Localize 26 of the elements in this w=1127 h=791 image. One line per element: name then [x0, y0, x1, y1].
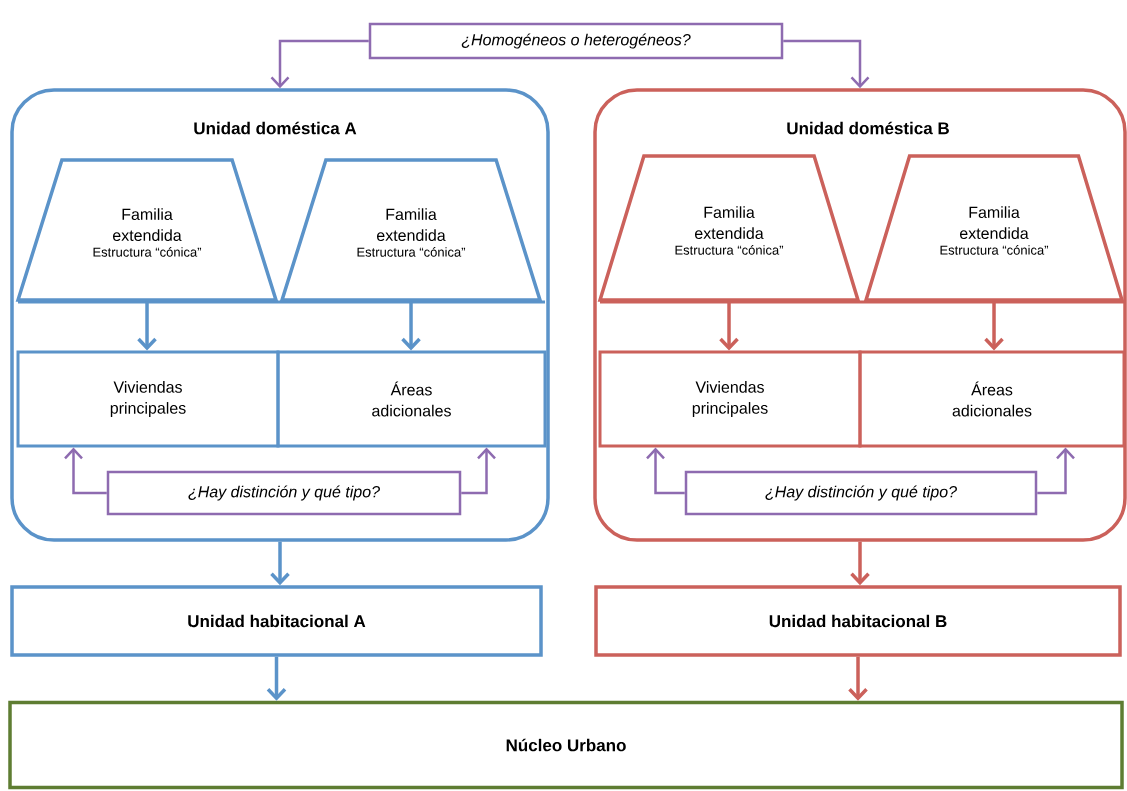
box-heading: Unidad doméstica A — [190, 118, 360, 138]
question-box: ¿Hay distinción y qué tipo? — [106, 470, 462, 516]
arrow — [1037, 447, 1075, 495]
process-box: Núcleo Urbano — [8, 700, 1124, 790]
table-cell: Viviendas principales — [16, 350, 280, 448]
arrow — [270, 541, 290, 586]
arrow — [719, 301, 739, 351]
arrow — [266, 656, 287, 701]
process-box: Unidad habitacional A — [10, 585, 543, 657]
arrow — [270, 39, 369, 89]
question-box: ¿Hay distinción y qué tipo? — [684, 470, 1038, 516]
arrow — [848, 656, 868, 701]
table-cell: Viviendas principales — [598, 350, 862, 448]
process-box: Unidad habitacional B — [594, 585, 1122, 657]
box-heading: Unidad doméstica B — [783, 118, 953, 138]
arrow — [783, 39, 870, 89]
question-box: ¿Homogéneos o heterogéneos? — [368, 22, 784, 60]
table-cell: Áreas adicionales — [858, 350, 1126, 448]
arrow — [64, 447, 107, 495]
arrow — [461, 447, 496, 495]
arrow — [137, 301, 157, 351]
arrow — [401, 301, 421, 351]
arrow — [984, 301, 1004, 351]
table-cell: Áreas adicionales — [276, 350, 547, 448]
arrow — [850, 541, 870, 586]
arrow — [646, 447, 685, 495]
